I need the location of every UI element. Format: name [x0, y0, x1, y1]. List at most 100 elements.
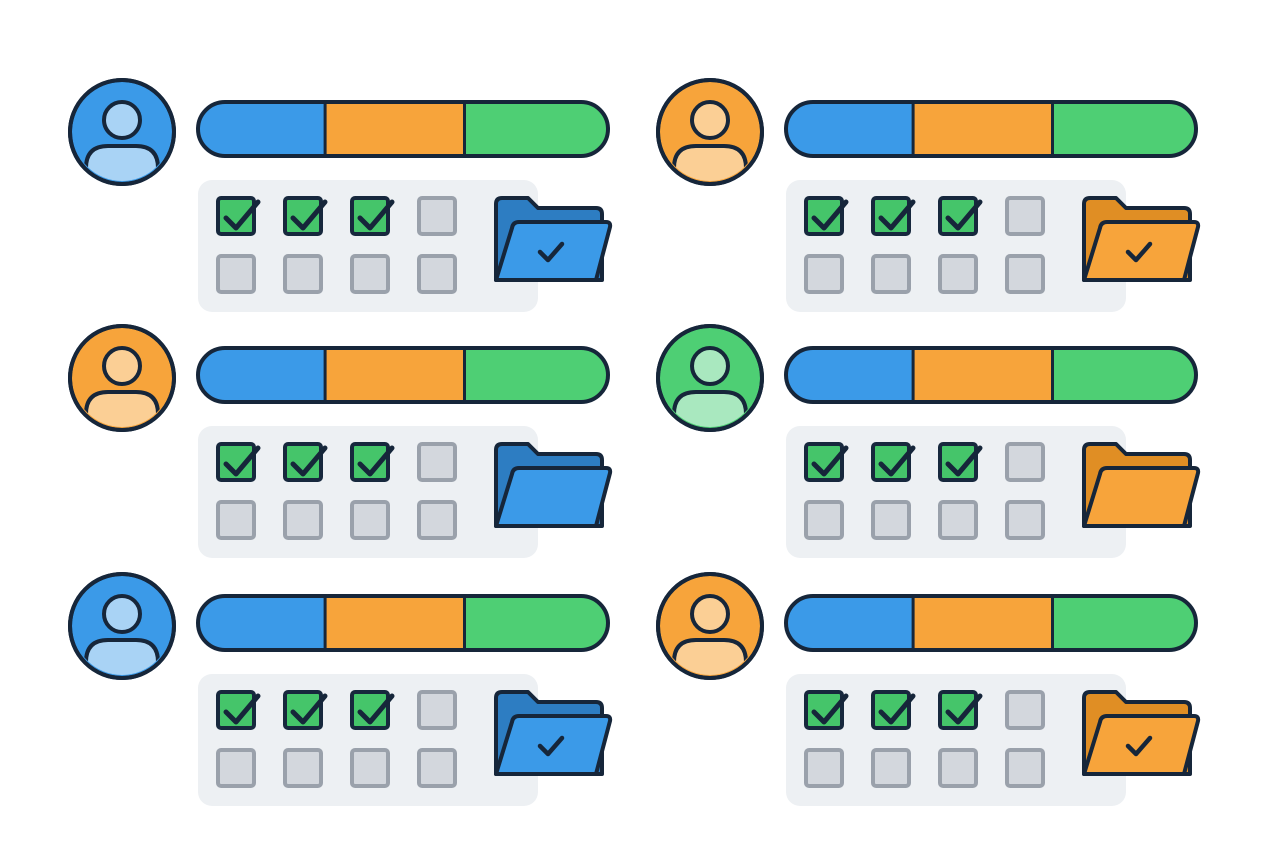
user-avatar-icon[interactable]	[66, 76, 178, 188]
checkbox-unchecked[interactable]	[350, 748, 390, 788]
folder-open-icon[interactable]	[1080, 440, 1202, 532]
progress-bar	[196, 100, 610, 158]
checkbox-checked[interactable]	[216, 196, 261, 236]
user-card	[654, 76, 1214, 316]
user-card	[654, 570, 1214, 810]
checkbox-unchecked[interactable]	[871, 500, 911, 540]
checkbox-unchecked[interactable]	[417, 196, 457, 236]
task-panel	[786, 180, 1126, 312]
checkbox-unchecked[interactable]	[417, 500, 457, 540]
checkbox-unchecked[interactable]	[804, 500, 844, 540]
checkbox-unchecked[interactable]	[1005, 690, 1045, 730]
checkbox-checked[interactable]	[350, 196, 395, 236]
user-card	[654, 322, 1214, 562]
progress-segment-blue	[786, 348, 914, 402]
checkbox-checked[interactable]	[350, 442, 395, 482]
checkbox-checked[interactable]	[938, 442, 983, 482]
progress-bar	[784, 346, 1198, 404]
checkbox-unchecked[interactable]	[1005, 500, 1045, 540]
progress-segment-green	[1052, 102, 1196, 156]
checkbox-checked[interactable]	[871, 690, 916, 730]
checkmark-icon	[223, 199, 261, 231]
checkbox-unchecked[interactable]	[417, 690, 457, 730]
checkbox-checked[interactable]	[871, 196, 916, 236]
checkmark-icon	[290, 445, 328, 477]
progress-segment-orange	[325, 102, 465, 156]
folder-open-icon[interactable]	[1080, 688, 1202, 780]
checkbox-unchecked[interactable]	[871, 254, 911, 294]
checkmark-icon	[945, 199, 983, 231]
task-panel	[198, 674, 538, 806]
progress-bar	[784, 100, 1198, 158]
checkbox-checked[interactable]	[350, 690, 395, 730]
checkmark-icon	[290, 693, 328, 725]
checkbox-unchecked[interactable]	[417, 748, 457, 788]
checkbox-unchecked[interactable]	[1005, 748, 1045, 788]
checkbox-unchecked[interactable]	[1005, 442, 1045, 482]
checkbox-checked[interactable]	[804, 442, 849, 482]
checkbox-unchecked[interactable]	[283, 500, 323, 540]
progress-segment-orange	[913, 348, 1053, 402]
checkbox-checked[interactable]	[938, 690, 983, 730]
checkbox-unchecked[interactable]	[283, 254, 323, 294]
checkmark-icon	[357, 445, 395, 477]
checkbox-unchecked[interactable]	[417, 254, 457, 294]
user-card	[66, 322, 626, 562]
progress-segment-green	[464, 102, 608, 156]
checkbox-unchecked[interactable]	[938, 254, 978, 294]
folder-open-icon[interactable]	[492, 194, 614, 286]
checkbox-unchecked[interactable]	[216, 500, 256, 540]
checkmark-icon	[811, 693, 849, 725]
checkbox-checked[interactable]	[804, 690, 849, 730]
checkbox-unchecked[interactable]	[938, 748, 978, 788]
user-avatar-icon[interactable]	[654, 322, 766, 434]
checkmark-icon	[357, 199, 395, 231]
checkbox-unchecked[interactable]	[283, 748, 323, 788]
user-avatar-icon[interactable]	[66, 322, 178, 434]
folder-open-icon[interactable]	[492, 688, 614, 780]
user-avatar-icon[interactable]	[66, 570, 178, 682]
progress-segment-orange	[913, 596, 1053, 650]
checkbox-unchecked[interactable]	[804, 748, 844, 788]
checkbox-unchecked[interactable]	[1005, 196, 1045, 236]
progress-segment-blue	[198, 348, 326, 402]
checkbox-unchecked[interactable]	[216, 254, 256, 294]
user-avatar-icon[interactable]	[654, 570, 766, 682]
checkbox-unchecked[interactable]	[350, 254, 390, 294]
progress-segment-blue	[198, 596, 326, 650]
checkbox-checked[interactable]	[804, 196, 849, 236]
checkmark-icon	[290, 199, 328, 231]
task-panel	[198, 426, 538, 558]
checkmark-icon	[223, 693, 261, 725]
checkmark-icon	[811, 445, 849, 477]
folder-open-icon[interactable]	[492, 440, 614, 532]
checkbox-unchecked[interactable]	[350, 500, 390, 540]
checkmark-icon	[223, 445, 261, 477]
checkbox-checked[interactable]	[283, 690, 328, 730]
checkbox-unchecked[interactable]	[938, 500, 978, 540]
checkbox-unchecked[interactable]	[871, 748, 911, 788]
checkbox-checked[interactable]	[216, 690, 261, 730]
checkbox-unchecked[interactable]	[804, 254, 844, 294]
checkbox-unchecked[interactable]	[1005, 254, 1045, 294]
progress-segment-green	[464, 348, 608, 402]
checkbox-checked[interactable]	[283, 442, 328, 482]
progress-bar	[196, 346, 610, 404]
checkbox-unchecked[interactable]	[216, 748, 256, 788]
progress-segment-blue	[786, 102, 914, 156]
checkbox-checked[interactable]	[871, 442, 916, 482]
user-avatar-icon[interactable]	[654, 76, 766, 188]
checkmark-icon	[878, 445, 916, 477]
user-card	[66, 76, 626, 316]
progress-segment-green	[1052, 596, 1196, 650]
checkbox-unchecked[interactable]	[417, 442, 457, 482]
checkmark-icon	[878, 693, 916, 725]
checkbox-checked[interactable]	[216, 442, 261, 482]
task-panel	[786, 426, 1126, 558]
checkmark-icon	[357, 693, 395, 725]
checkbox-checked[interactable]	[283, 196, 328, 236]
checkbox-checked[interactable]	[938, 196, 983, 236]
folder-open-icon[interactable]	[1080, 194, 1202, 286]
task-panel	[198, 180, 538, 312]
